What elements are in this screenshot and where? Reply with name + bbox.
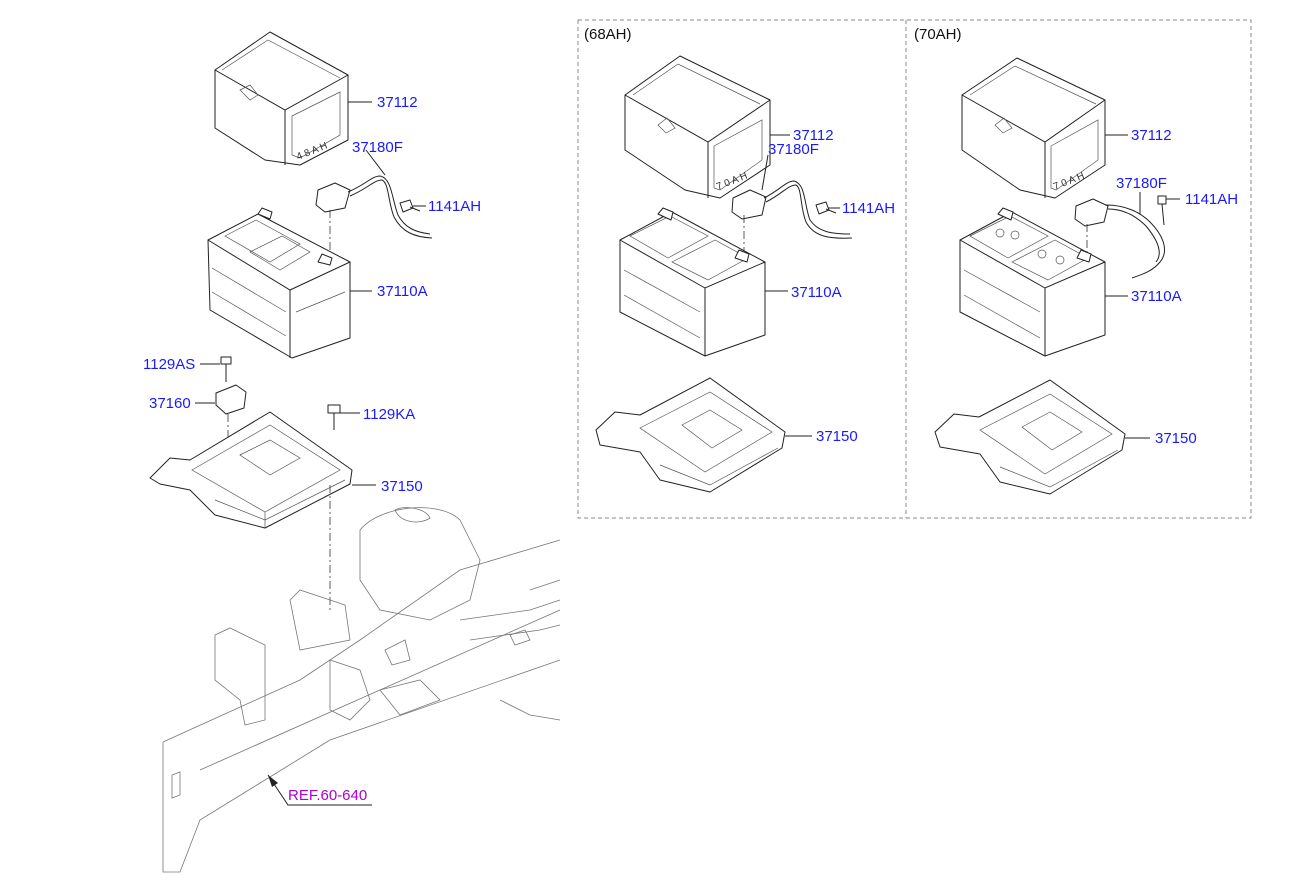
battery-cable-drawing [315,175,433,262]
battery-cover-drawing: 4 8 A H [214,31,349,166]
label-68ah-37150[interactable]: 37150 [816,428,858,445]
cable-68ah-drawing [731,180,853,262]
label-70ah-37112[interactable]: 37112 [1131,127,1172,144]
bolt-1129ka-drawing [327,404,341,430]
label-1129ka[interactable]: 1129KA [363,406,415,423]
variant-frames: (68AH) (70AH) [577,19,1252,519]
vehicle-body-drawing [162,507,561,873]
label-68ah-37112[interactable]: 37112 [793,127,834,144]
label-68ah-1141ah[interactable]: 1141AH [842,200,895,217]
label-37150[interactable]: 37150 [381,478,423,495]
label-70ah-37110a[interactable]: 37110A [1131,288,1182,305]
label-1141ah[interactable]: 1141AH [428,198,481,215]
cover-68ah-drawing: 7 0 A H [624,55,771,199]
label-37112[interactable]: 37112 [377,94,418,111]
label-1129as[interactable]: 1129AS [143,356,195,373]
variant-68ah-assembly: 7 0 A H [595,55,853,493]
part-labels-main: 37112 37180F 1141AH 37110A 1129AS 37160 … [143,94,481,804]
cover-70ah-drawing: 7 0 A H [961,57,1106,199]
part-labels-70ah: 37112 37180F 1141AH 37110A 37150 [1116,127,1238,447]
main-assembly: 4 8 A H [149,31,561,873]
label-68ah-37180f[interactable]: 37180F [768,141,819,158]
reference-label[interactable]: REF.60-640 [288,787,367,804]
variant-70ah-heading: (70AH) [914,26,962,43]
label-70ah-1141ah[interactable]: 1141AH [1185,191,1238,208]
bolt-1129as-drawing [220,356,232,382]
tray-68ah-drawing [595,377,786,493]
label-68ah-37110a[interactable]: 37110A [791,284,842,301]
label-37160[interactable]: 37160 [149,395,191,412]
bolt-68ah-drawing [815,201,837,215]
bolt-1141ah-drawing [399,199,421,213]
label-37110a[interactable]: 37110A [377,283,428,300]
cable-70ah-drawing [1074,198,1165,279]
battery-drawing [207,207,351,359]
battery-68ah-drawing [619,207,766,357]
bolt-70ah-drawing [1157,195,1167,226]
variant-68ah-heading: (68AH) [584,26,632,43]
tray-70ah-drawing [934,379,1126,495]
label-37180f[interactable]: 37180F [352,139,403,156]
label-70ah-37180f[interactable]: 37180F [1116,175,1167,192]
part-labels-68ah: 37112 37180F 1141AH 37110A 37150 [768,127,895,445]
battery-70ah-drawing [959,207,1106,357]
label-70ah-37150[interactable]: 37150 [1155,430,1197,447]
tray-drawing [149,411,353,610]
variant-70ah-assembly: 7 0 A H [934,57,1180,495]
